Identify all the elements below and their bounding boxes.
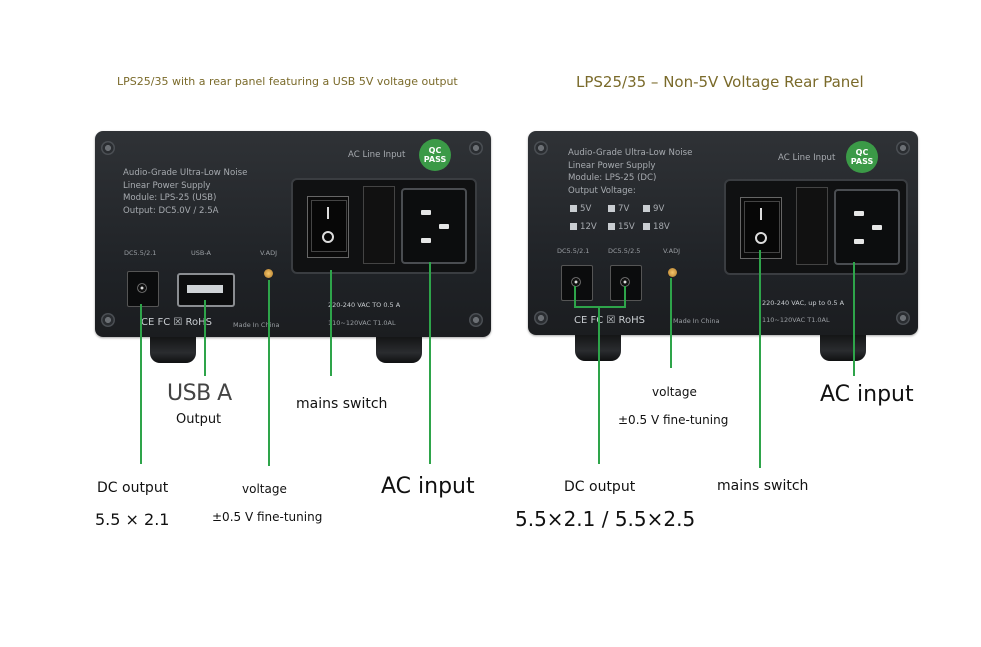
fuse-holder (363, 186, 395, 264)
power-rocker-switch (307, 196, 349, 258)
screw-icon (896, 141, 910, 155)
dc-output-jack-2-1 (561, 265, 593, 301)
label-dc-size: 5.5×2.1 / 5.5×2.5 (515, 507, 696, 531)
voltage-option: 15V (608, 221, 635, 234)
power-rocker-switch (740, 197, 782, 259)
voltage-option: 12V (570, 221, 597, 234)
label-voltage: voltage (652, 385, 697, 399)
label-output: Output (176, 412, 222, 427)
right-foot (820, 335, 866, 361)
device-info-line: Module: LPS-25 (DC) (568, 173, 657, 183)
ac-line-input-text: AC Line Input (348, 150, 406, 160)
label-fine-tuning: ±0.5 V fine-tuning (212, 510, 323, 524)
certification-marks: CE FC ☒ RoHS (574, 315, 646, 326)
label-voltage: voltage (242, 482, 287, 496)
leader-line (624, 286, 626, 308)
vadj-knob-icon (264, 269, 273, 278)
port-label-dc: DC5.5/2.1 (124, 249, 157, 257)
iec-ac-socket (834, 189, 900, 265)
port-label-vadj: V.ADJ (260, 249, 278, 257)
label-fine-tuning: ±0.5 V fine-tuning (618, 413, 729, 427)
dc-output-jack-2-5 (610, 265, 642, 301)
voltage-rating-line: 220-240 VAC TO 0.5 A (328, 301, 401, 309)
device-info-line: Linear Power Supply (568, 160, 656, 171)
device-info-line: Linear Power Supply (123, 180, 211, 191)
ac-line-input-text: AC Line Input (778, 153, 836, 163)
screw-icon (534, 311, 548, 325)
device-info-line: Module: LPS-25 (USB) (123, 193, 217, 203)
label-mains-switch: mains switch (296, 396, 388, 412)
label-mains-switch: mains switch (717, 478, 809, 494)
dc-output-jack (127, 271, 159, 307)
port-label-usb: USB-A (191, 249, 211, 257)
screw-icon (101, 313, 115, 327)
label-usb-a: USB A (167, 381, 232, 406)
leader-line (574, 306, 626, 308)
port-label-dc1: DC5.5/2.1 (557, 247, 590, 255)
label-ac-input: AC input (381, 474, 475, 499)
leader-line (140, 304, 142, 464)
switch-fuse-module (291, 178, 477, 274)
leader-line (330, 270, 332, 376)
voltage-option: 7V (608, 203, 629, 216)
leader-line (204, 300, 206, 376)
leader-line (268, 280, 270, 466)
label-ac-input: AC input (820, 382, 914, 407)
device-info-line: Output Voltage: (568, 185, 636, 196)
made-in-text: Made In China (673, 317, 720, 325)
leader-line (574, 286, 576, 308)
port-label-dc2: DC5.5/2.5 (608, 247, 641, 255)
leader-line (759, 250, 761, 468)
usb-a-port (177, 273, 235, 307)
device-info-line: Audio-Grade Ultra-Low Noise (123, 168, 248, 178)
voltage-option: 9V (643, 203, 664, 216)
label-dc-output: DC output (97, 480, 169, 496)
leader-line (670, 278, 672, 368)
vadj-knob-icon (668, 268, 677, 277)
voltage-rating-line: 220-240 VAC, up to 0.5 A (762, 299, 845, 307)
right-rear-panel: Audio-Grade Ultra-Low Noise Linear Power… (528, 131, 918, 335)
right-title: LPS25/35 – Non-5V Voltage Rear Panel (576, 73, 864, 91)
left-rear-panel: Audio-Grade Ultra-Low Noise Linear Power… (95, 131, 491, 337)
label-dc-size: 5.5 × 2.1 (95, 510, 170, 529)
screw-icon (469, 141, 483, 155)
screw-icon (469, 313, 483, 327)
voltage-rating-line: 110~120VAC T1.0AL (762, 316, 830, 324)
device-info-line: Audio-Grade Ultra-Low Noise (568, 148, 693, 158)
screw-icon (101, 141, 115, 155)
right-foot (376, 337, 422, 363)
port-label-vadj: V.ADJ (663, 247, 681, 255)
voltage-option: 5V (570, 203, 591, 216)
left-foot (150, 337, 196, 363)
leader-line (429, 262, 431, 464)
switch-fuse-module (724, 179, 908, 275)
screw-icon (896, 311, 910, 325)
fuse-holder (796, 187, 828, 265)
device-info-line: Output: DC5.0V / 2.5A (123, 205, 219, 216)
leader-line (598, 306, 600, 464)
screw-icon (534, 141, 548, 155)
made-in-text: Made In China (233, 321, 280, 329)
certification-marks: CE FC ☒ RoHS (141, 317, 213, 328)
leader-line (853, 262, 855, 376)
label-dc-output: DC output (564, 479, 636, 495)
voltage-rating-line: 110~120VAC T1.0AL (328, 319, 396, 327)
iec-ac-socket (401, 188, 467, 264)
voltage-option: 18V (643, 221, 670, 234)
left-title: LPS25/35 with a rear panel featuring a U… (117, 75, 458, 88)
